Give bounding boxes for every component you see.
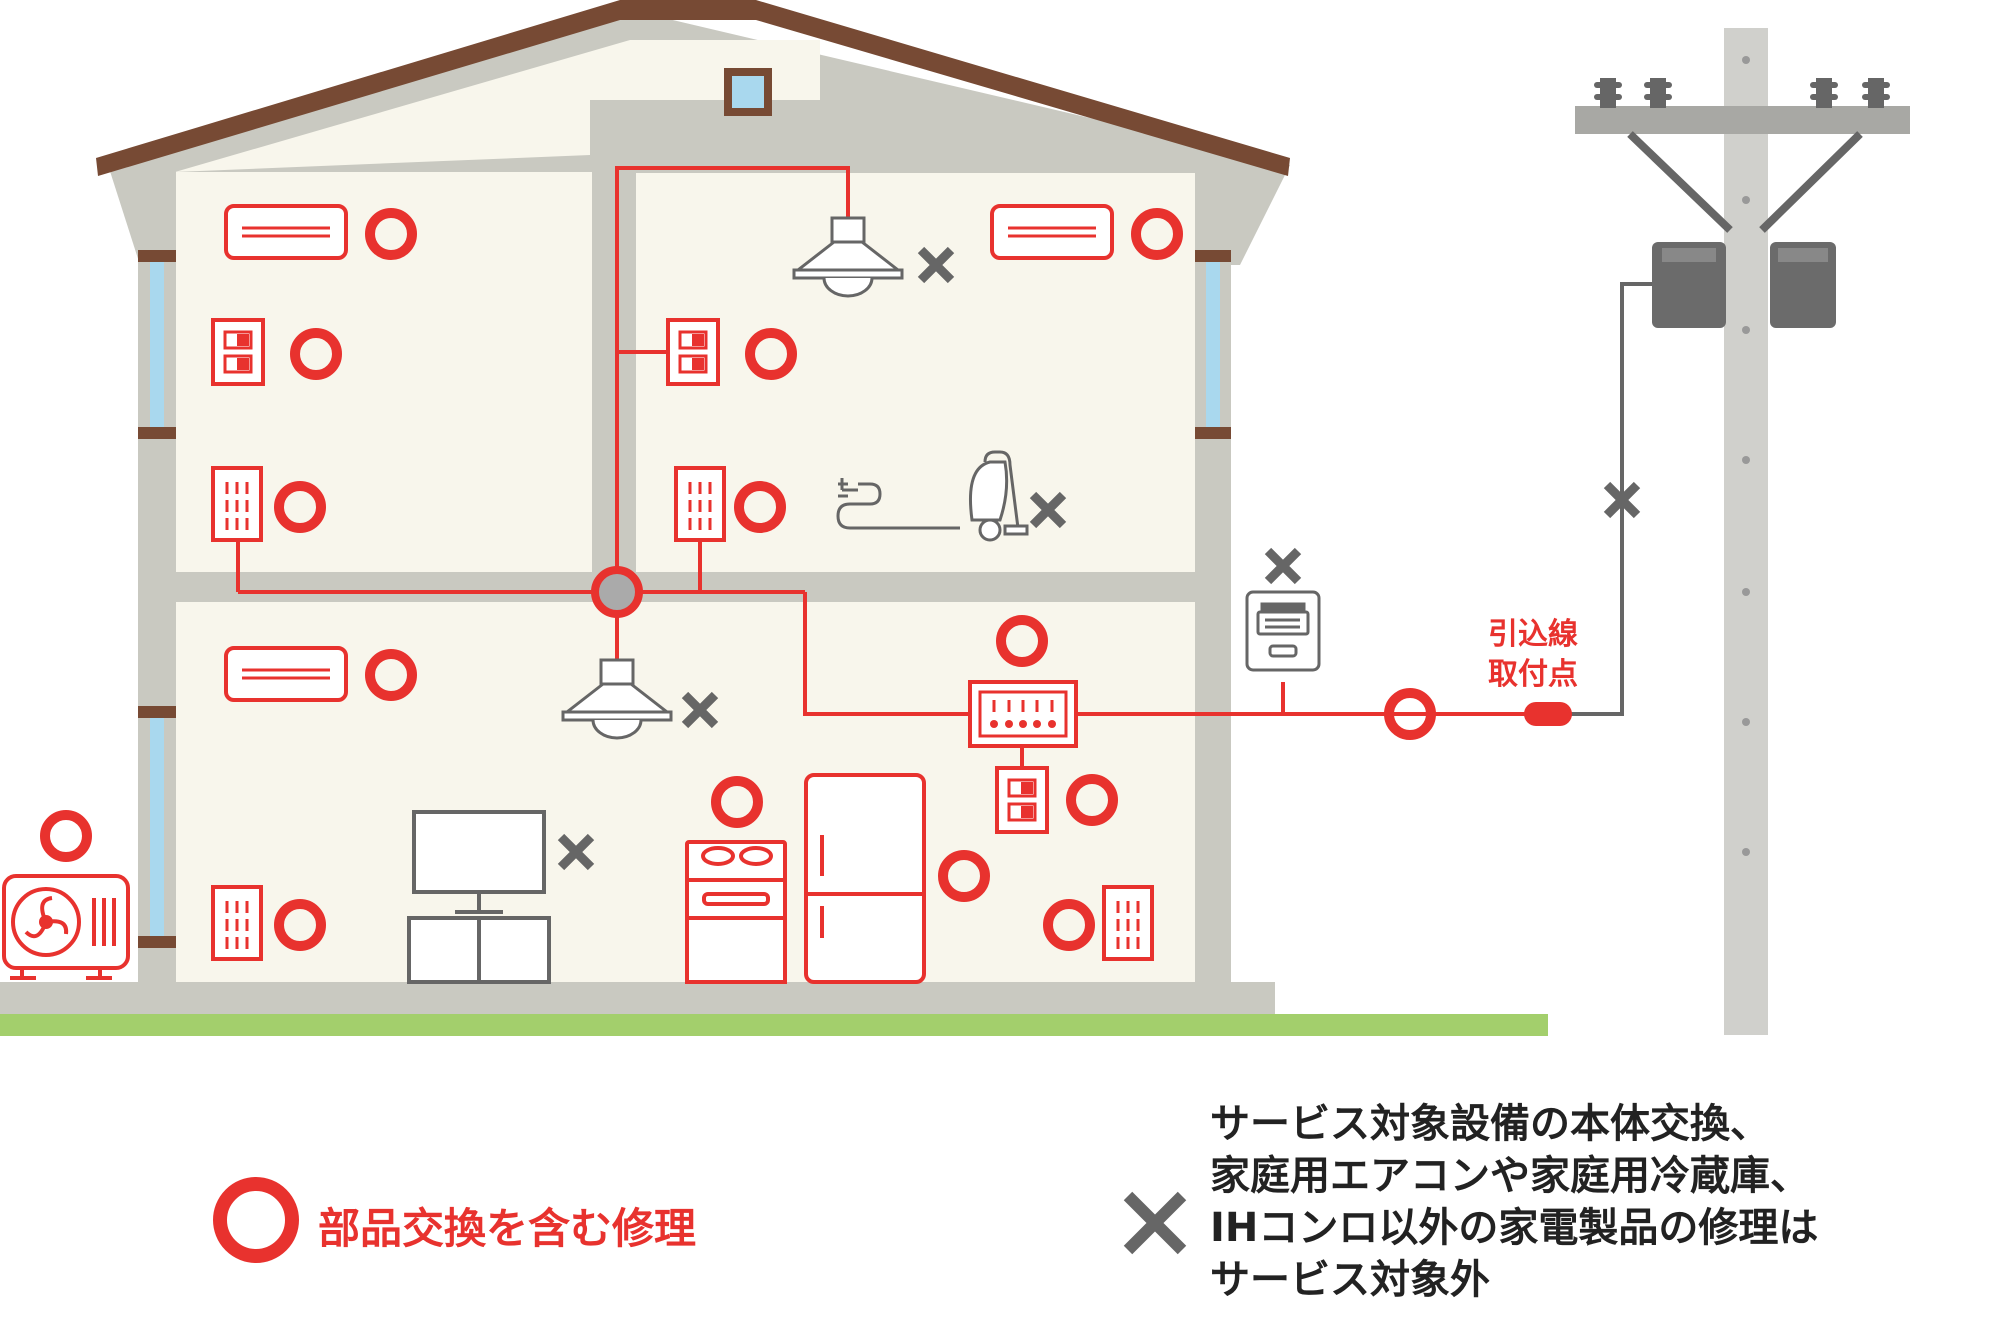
switch-lower-right	[995, 766, 1049, 834]
service-entry-label: 引込線 取付点	[1488, 615, 1578, 695]
aircon-lower	[224, 646, 348, 702]
left-window-sill	[138, 250, 176, 262]
right-window-sill	[1195, 250, 1231, 262]
ground	[0, 1014, 1548, 1036]
insulator	[1594, 78, 1890, 108]
legend-not-covered-text: サービス対象設備の本体交換、 家庭用エアコンや家庭用冷蔵庫、 IHコンロ以外の家…	[1210, 1098, 1818, 1306]
legend-red-circle-icon	[213, 1177, 299, 1263]
house-middle-floor	[138, 572, 1231, 602]
utility-pole	[1570, 28, 1910, 1035]
switch-upper-right	[666, 318, 720, 386]
refrigerator-icon	[804, 773, 926, 984]
attic-interior	[175, 40, 820, 172]
legend-not-covered-line: 家庭用エアコンや家庭用冷蔵庫、	[1210, 1153, 1810, 1199]
service-drop-wire	[1570, 282, 1652, 716]
house-foundation	[0, 982, 1275, 1014]
aircon-upper-left	[224, 204, 348, 260]
left-window-sill	[138, 936, 176, 948]
right-window-sill	[1195, 427, 1231, 439]
right-window-upper	[1206, 262, 1220, 427]
legend-not-covered-line: IHコンロ以外の家電製品の修理は	[1210, 1205, 1819, 1251]
television-icon	[407, 810, 551, 984]
left-window-upper	[150, 262, 164, 427]
red-circle-icon	[45, 815, 87, 857]
service-entry-label-line2: 取付点	[1488, 657, 1578, 692]
legend-gray-x-icon	[1123, 1191, 1187, 1255]
pole-brace	[1627, 131, 1733, 233]
left-window-sill	[138, 706, 176, 718]
ih-cooktop-icon	[685, 840, 787, 984]
outdoor-aircon-unit	[2, 874, 130, 980]
electric-meter	[1245, 590, 1321, 672]
pole-brace	[1759, 131, 1863, 233]
outlet-upper-right	[674, 466, 726, 542]
aircon-upper-right	[990, 204, 1114, 260]
distribution-board	[968, 680, 1078, 748]
service-entry-label-line1: 引込線	[1488, 617, 1578, 652]
outlet-upper-left	[211, 466, 263, 542]
roof	[96, 0, 1290, 176]
pole-crossarm	[1575, 106, 1910, 134]
pole-shaft	[1724, 28, 1768, 1035]
attic-window-glass	[732, 76, 764, 108]
outlet-lower-right	[1102, 885, 1154, 961]
house-center-wall	[592, 155, 636, 575]
junction-box	[591, 566, 643, 618]
legend-not-covered-line: サービス対象設備の本体交換、	[1210, 1101, 1770, 1147]
left-window-sill	[138, 427, 176, 439]
vacuum-cleaner-icon	[836, 450, 1029, 542]
legend-not-covered-line: サービス対象外	[1210, 1257, 1490, 1303]
left-window-lower	[150, 716, 164, 936]
outlet-lower-left	[211, 885, 263, 961]
service-entry-point	[1524, 702, 1572, 726]
gray-x-icon	[1268, 551, 1298, 581]
switch-upper-left	[211, 318, 265, 386]
pole-bolts	[1742, 56, 1750, 856]
legend-covered-label: 部品交換を含む修理	[318, 1204, 697, 1253]
transformer	[1652, 242, 1836, 328]
attic-floor	[592, 155, 1195, 173]
